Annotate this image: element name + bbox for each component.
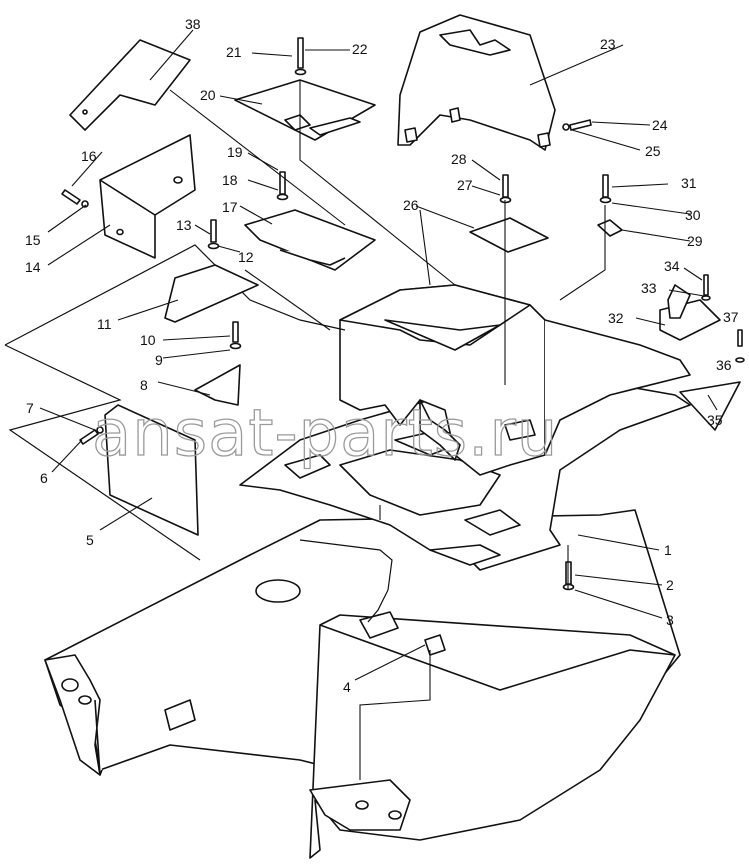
callout-16: 16	[81, 148, 97, 164]
callout-18: 18	[222, 172, 238, 188]
callout-29: 29	[687, 233, 703, 249]
callout-31: 31	[681, 175, 697, 191]
leader-lines	[39, 29, 718, 681]
callout-34: 34	[664, 258, 680, 274]
callout-37: 37	[723, 309, 739, 325]
access-panel-26	[469, 217, 549, 253]
callout-21: 21	[226, 44, 242, 60]
access-panel-20	[234, 79, 376, 141]
cover-sheet-38	[69, 39, 191, 131]
callout-9: 9	[155, 352, 163, 368]
access-panel-11	[164, 264, 259, 323]
callout-28: 28	[451, 151, 467, 167]
callout-6: 6	[40, 470, 48, 486]
floor-plate	[239, 379, 691, 571]
callout-10: 10	[140, 332, 156, 348]
rear-cover-panel	[679, 381, 741, 431]
callout-22: 22	[352, 41, 368, 57]
callout-12: 12	[238, 249, 254, 265]
callout-25: 25	[645, 143, 661, 159]
callout-11: 11	[97, 316, 112, 332]
side-panel-14	[99, 134, 196, 259]
callout-27: 27	[457, 177, 473, 193]
callout-35: 35	[707, 412, 723, 428]
callout-numbers: 1 2 3 4 5 6 7 8 9 10 11 12 13 14 15 16 1…	[25, 16, 739, 695]
callout-7: 7	[26, 400, 34, 416]
callout-4: 4	[343, 679, 351, 695]
callout-38: 38	[185, 16, 201, 32]
callout-20: 20	[200, 87, 216, 103]
wire-harness	[299, 539, 393, 623]
callout-2: 2	[666, 577, 674, 593]
callout-33: 33	[641, 280, 657, 296]
callout-5: 5	[86, 532, 94, 548]
plate-29	[597, 219, 623, 237]
callout-26: 26	[403, 197, 419, 213]
callout-1: 1	[664, 542, 672, 558]
callout-19: 19	[227, 144, 243, 160]
side-rail	[309, 611, 676, 859]
callout-32: 32	[608, 310, 624, 326]
callout-24: 24	[652, 117, 668, 133]
callout-36: 36	[716, 357, 732, 373]
side-panel-5	[104, 404, 199, 536]
callout-3: 3	[666, 612, 674, 628]
callout-15: 15	[25, 232, 41, 248]
callout-30: 30	[685, 207, 701, 223]
watermark: ansat-parts.ru	[92, 397, 558, 471]
callout-8: 8	[140, 377, 148, 393]
rear-cover	[397, 14, 556, 151]
left-floor-outline	[4, 244, 346, 561]
callout-17: 17	[222, 199, 238, 215]
callout-13: 13	[176, 217, 192, 233]
bracket-8	[194, 364, 241, 406]
assembly-center-lines	[169, 80, 606, 780]
callout-23: 23	[600, 36, 616, 52]
callout-14: 14	[25, 259, 41, 275]
access-panel-17	[244, 209, 376, 271]
center-console	[339, 284, 691, 476]
step-32	[659, 284, 721, 341]
